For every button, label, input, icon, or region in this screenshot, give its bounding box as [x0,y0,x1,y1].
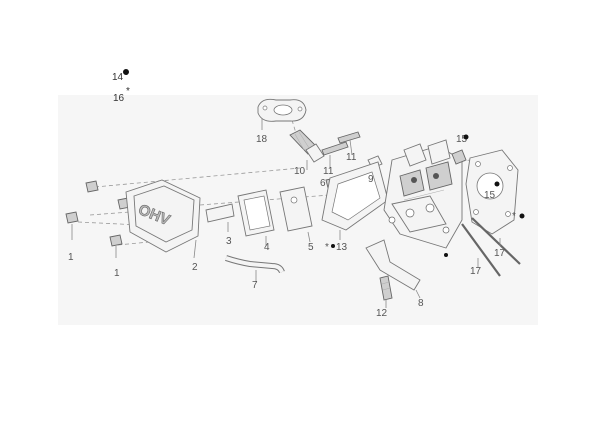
legend-asterisk-label: 16 [113,93,125,104]
callout-17b: 17 [470,266,482,277]
callout-6: 6 [320,178,326,189]
part-2-valve-cover: OHV [125,179,201,259]
callout-1a: 1 [68,252,74,263]
part-17-push-rods [461,217,521,277]
dot-marker-13 [331,244,335,248]
part-7-breather-hose [225,255,285,282]
callout-1b: 1 [114,268,120,279]
legend-asterisk-marker: * [126,86,130,97]
callout-11b: 11 [346,152,357,163]
callout-15a: 15 [456,134,468,145]
part-8-bracket [365,239,421,299]
callout-17a: 17 [494,248,506,259]
callout-3: 3 [226,236,232,247]
part-1-bolts [65,180,131,258]
callout-12: 12 [376,308,388,319]
part-18-gasket [257,98,307,130]
dot-marker-15 [463,134,469,140]
part-5-plate [279,186,313,243]
legend: 14 16 * [112,69,130,104]
callout-4: 4 [264,242,270,253]
part-12-bolt [379,275,393,308]
callout-11a: 11 [323,166,334,177]
callout-13: 13 [336,242,348,253]
part-3-breather-block [205,203,235,232]
legend-dot-label: 14 [112,72,124,83]
callout-5: 5 [308,242,314,253]
callout-2: 2 [192,262,198,273]
dot-marker-right [519,213,525,219]
dot-marker-17 [444,253,448,257]
callout-10: 10 [294,166,306,177]
legend-dot-marker [123,69,129,75]
callout-18: 18 [256,134,268,145]
asterisk-marker-13: * [325,242,329,253]
cylinder-head-assembly [383,139,467,249]
part-15-gasket [465,149,519,235]
callout-9: 9 [368,174,374,185]
dot-marker-15-gasket [494,181,500,187]
callout-numbers: 1 1 2 3 4 5 6 7 8 9 10 11 11 12 13 15 15… [68,134,506,319]
part-13-head-gasket [321,161,389,240]
callout-7: 7 [252,280,258,291]
part-11-studs [321,131,361,168]
callout-8: 8 [418,298,424,309]
reference-markers: * * [325,134,525,257]
callout-15b: 15 [484,190,496,201]
part-10-spark-plug [289,129,325,170]
asterisk-marker-right: * [512,211,516,222]
part-4-gasket [237,189,275,246]
